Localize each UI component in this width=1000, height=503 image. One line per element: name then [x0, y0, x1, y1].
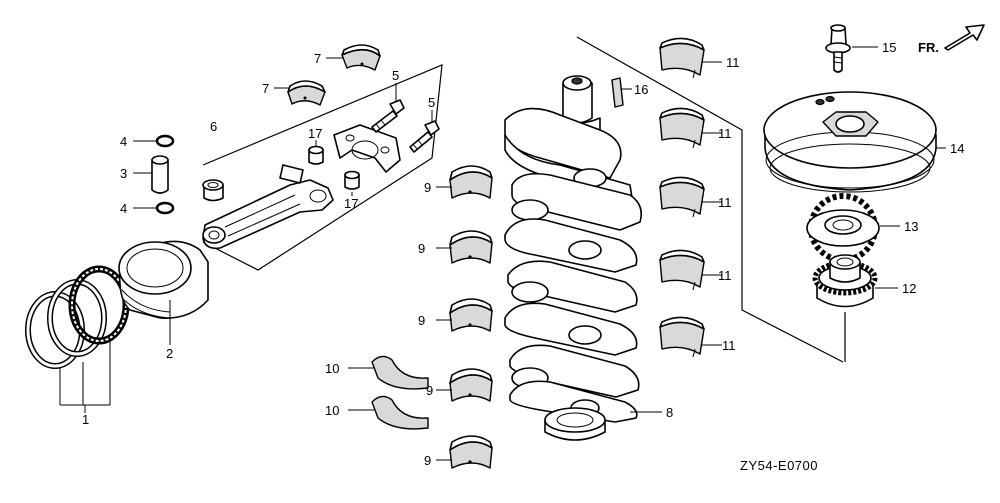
front-direction-label: FR. [918, 40, 939, 55]
callout-6: 6 [210, 119, 217, 134]
callout-11-3: 11 [718, 195, 732, 210]
thrust-washer-upper[interactable] [371, 355, 429, 390]
main-bearing-upper-2[interactable] [659, 107, 705, 149]
callout-7-upper: 7 [314, 51, 321, 66]
callout-4-lower: 4 [120, 201, 127, 216]
callout-11-5: 11 [722, 338, 736, 353]
main-bearing-4[interactable] [449, 368, 493, 402]
main-bearing-upper-5[interactable] [659, 316, 705, 358]
callout-5-upper: 5 [392, 68, 399, 83]
piston-pin[interactable] [151, 155, 169, 194]
callout-9-3: 9 [418, 313, 425, 328]
timing-sprocket[interactable] [806, 193, 880, 263]
callout-8: 8 [666, 405, 673, 420]
main-bearing-5[interactable] [449, 435, 493, 469]
crankshaft-key[interactable] [611, 77, 624, 108]
callout-14: 14 [950, 141, 964, 156]
dowel-pin-upper[interactable] [308, 145, 324, 165]
main-bearing-upper-4[interactable] [659, 249, 705, 291]
callout-11-4: 11 [718, 268, 732, 283]
connecting-rod[interactable] [202, 164, 334, 250]
rod-bearing-upper[interactable] [341, 44, 381, 71]
callout-17-upper: 17 [308, 126, 322, 141]
crankshaft-group-frame [576, 36, 844, 363]
callout-5-lower: 5 [428, 95, 435, 110]
callout-12: 12 [902, 281, 916, 296]
piston-pin-clip-upper[interactable] [155, 134, 175, 148]
small-end-bushing[interactable] [202, 179, 224, 202]
callout-10-upper: 10 [325, 361, 339, 376]
callout-9-1: 9 [424, 180, 431, 195]
connecting-rod-cap[interactable] [333, 124, 401, 173]
piston-pin-clip-lower[interactable] [155, 201, 175, 215]
rod-bearing-lower[interactable] [287, 80, 326, 106]
callout-13: 13 [904, 219, 918, 234]
front-direction-arrow-icon [944, 24, 985, 51]
main-bearing-3[interactable] [449, 298, 493, 332]
main-bearing-upper-3[interactable] [659, 176, 705, 218]
thrust-washer-lower[interactable] [371, 395, 429, 430]
callout-16: 16 [634, 82, 648, 97]
crank-gear[interactable] [812, 254, 878, 308]
main-bearing-2[interactable] [449, 230, 493, 264]
diagram-code: ZY54-E0700 [740, 458, 818, 473]
flange-bolt[interactable] [825, 24, 851, 73]
callout-1: 1 [82, 412, 89, 427]
callout-11-2: 11 [718, 126, 732, 141]
callout-17-lower: 17 [344, 196, 358, 211]
callout-9-4: 9 [426, 383, 433, 398]
conrod-group-frame [202, 64, 443, 271]
callout-11-1: 11 [726, 55, 740, 70]
callout-4-upper: 4 [120, 134, 127, 149]
callout-7-lower: 7 [262, 81, 269, 96]
callout-9-2: 9 [418, 241, 425, 256]
callout-3: 3 [120, 166, 127, 181]
callout-2: 2 [166, 346, 173, 361]
rod-bolt-upper[interactable] [371, 99, 405, 133]
crankshaft[interactable] [504, 75, 643, 441]
callout-15: 15 [882, 40, 896, 55]
rod-bolt-lower[interactable] [409, 120, 440, 153]
callout-9-5: 9 [424, 453, 431, 468]
piston-rings[interactable] [25, 265, 130, 369]
callout-10-lower: 10 [325, 403, 339, 418]
flywheel-pulley[interactable] [763, 91, 937, 193]
dowel-pin-lower[interactable] [344, 170, 360, 190]
main-bearing-1[interactable] [449, 165, 493, 199]
main-bearing-upper-1[interactable] [659, 37, 705, 79]
piston[interactable] [118, 240, 209, 345]
